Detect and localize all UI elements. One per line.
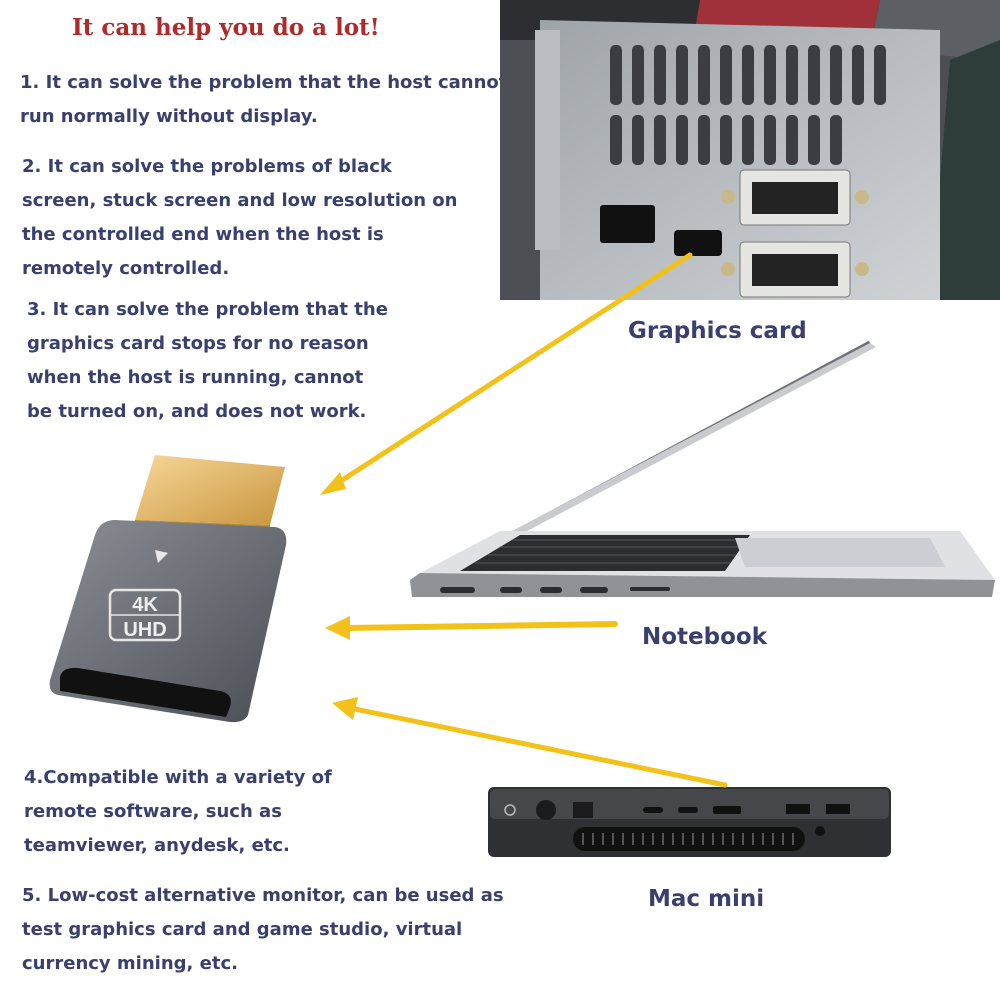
feature-5-line-2: test graphics card and game studio, virt… [22, 919, 463, 940]
headline: It can help you do a lot! [72, 14, 380, 41]
feature-5: 5. Low-cost alternative monitor, can be … [22, 879, 504, 981]
feature-4-line-1: 4.Compatible with a variety of [24, 767, 332, 788]
hdmi-dummy-plug-image: 4K UHD [49, 455, 287, 723]
notebook-label: Notebook [642, 624, 768, 650]
arrowhead-graphics-card [320, 472, 346, 495]
feature-2: 2. It can solve the problems of black sc… [22, 150, 458, 286]
graphics-card-image [500, 0, 1000, 300]
feature-3-line-2: graphics card stops for no reason [27, 333, 369, 354]
feature-2-line-2: screen, stuck screen and low resolution … [22, 190, 458, 211]
feature-4-line-3: teamviewer, anydesk, etc. [24, 835, 290, 856]
graphics-card-label: Graphics card [628, 318, 807, 344]
feature-1-line-1: 1. It can solve the problem that the hos… [20, 72, 508, 93]
feature-5-line-1: 5. Low-cost alternative monitor, can be … [22, 885, 504, 906]
feature-4-line-2: remote software, such as [24, 801, 282, 822]
feature-3: 3. It can solve the problem that the gra… [27, 293, 388, 429]
arrowhead-mac-mini [332, 697, 358, 720]
feature-5-line-3: currency mining, etc. [22, 953, 238, 974]
badge-4k-text: 4K [132, 594, 158, 616]
arrow-from-notebook [342, 621, 618, 631]
feature-3-line-4: be turned on, and does not work. [27, 401, 367, 422]
feature-1: 1. It can solve the problem that the hos… [20, 66, 507, 134]
feature-3-line-1: 3. It can solve the problem that the [27, 299, 388, 320]
arrow-from-graphics-card [327, 252, 693, 491]
feature-1-line-2: run normally without display. [20, 106, 318, 127]
mac-mini-image [488, 787, 891, 857]
feature-3-line-3: when the host is running, cannot [27, 367, 364, 388]
mac-mini-label: Mac mini [648, 886, 765, 912]
badge-uhd-text: UHD [123, 619, 166, 641]
feature-2-line-3: the controlled end when the host is [22, 224, 384, 245]
feature-2-line-1: 2. It can solve the problems of black [22, 156, 392, 177]
arrow-from-mac-mini [347, 705, 728, 788]
notebook-image [410, 340, 995, 597]
feature-2-line-4: remotely controlled. [22, 258, 230, 279]
feature-4: 4.Compatible with a variety of remote so… [24, 761, 332, 863]
arrowhead-notebook [325, 616, 350, 640]
